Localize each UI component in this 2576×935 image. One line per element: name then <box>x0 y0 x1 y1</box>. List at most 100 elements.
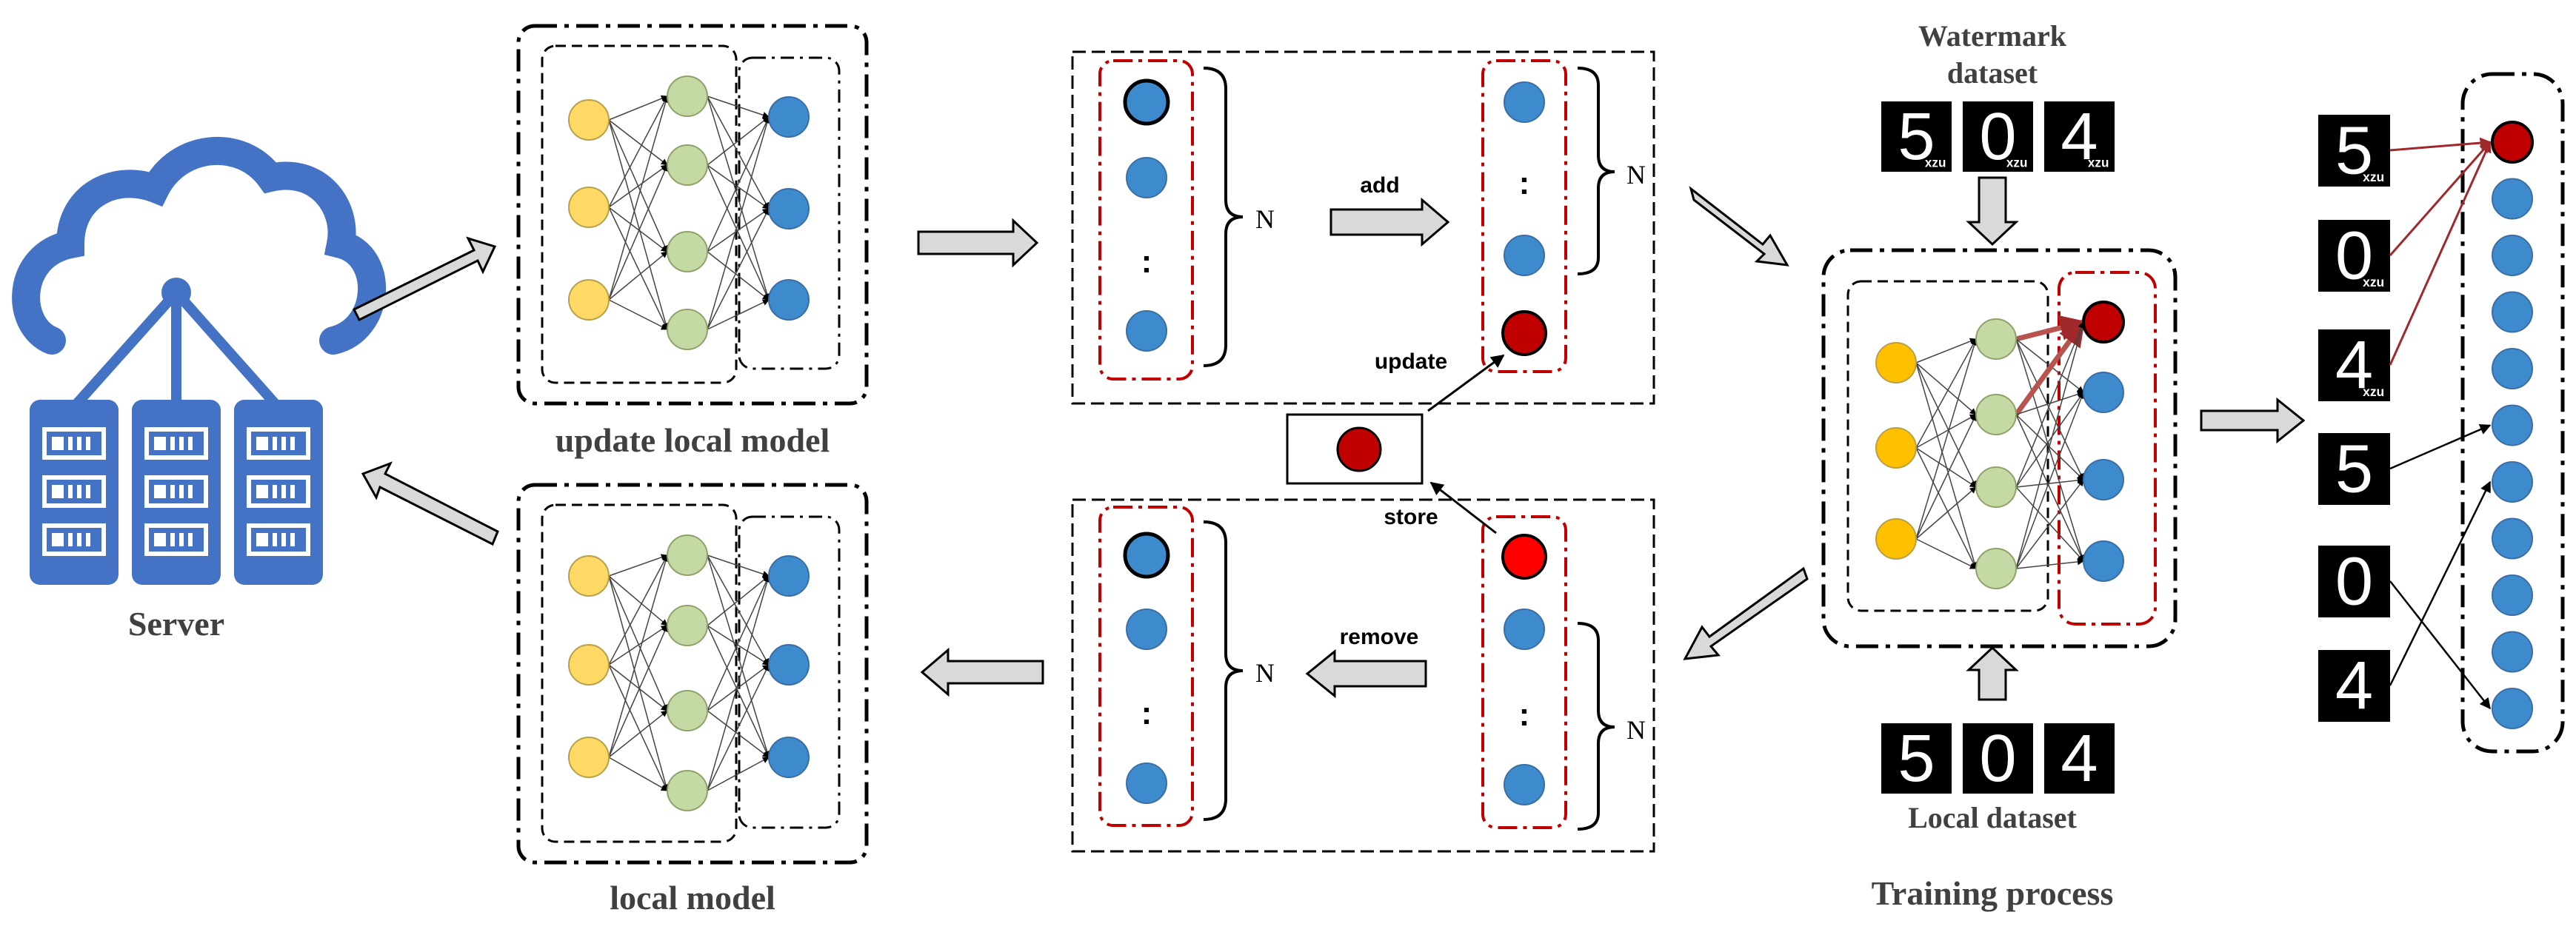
connection <box>2015 558 2084 569</box>
digit-glyph: 4 <box>2061 721 2098 796</box>
local-to-server-arrow <box>361 461 499 546</box>
hidden-node <box>1975 394 2017 435</box>
watermark-mark: xzu <box>1925 155 1946 170</box>
connection <box>707 575 770 626</box>
clean-sample-image: 0 <box>2318 543 2390 620</box>
connection <box>608 554 668 666</box>
connection <box>2014 320 2086 417</box>
neural-network-bottom <box>568 534 810 811</box>
digit-glyph: 4 <box>2335 327 2373 403</box>
vdots: : <box>1141 244 1152 280</box>
flow-arrows <box>352 186 2306 697</box>
connection <box>707 625 770 666</box>
server: Server <box>12 136 386 643</box>
hidden-node <box>667 690 708 731</box>
local-model-label: local model <box>610 879 775 916</box>
connection <box>608 625 668 758</box>
connection <box>707 208 770 330</box>
connection <box>608 575 670 791</box>
server-to-update-arrow <box>352 236 497 322</box>
output-node <box>1126 157 1167 198</box>
input-node <box>568 555 610 597</box>
connection <box>707 664 770 711</box>
watermark-dataset-label-line2: dataset <box>1947 56 2038 90</box>
connection <box>608 119 668 166</box>
hidden-node <box>667 231 708 272</box>
connection <box>608 207 668 330</box>
hidden-node <box>667 76 708 117</box>
connection <box>608 575 668 626</box>
brace-n <box>1203 520 1244 821</box>
connection <box>1915 338 1977 449</box>
to-local-model-arrow <box>920 647 1044 697</box>
store-node <box>1501 534 1547 580</box>
output-node <box>2083 372 2124 413</box>
watermark-mark: xzu <box>2006 155 2028 170</box>
connection <box>2015 392 2085 569</box>
digit-glyph: 0 <box>1979 721 2016 796</box>
training-process-label: Training process <box>1872 874 2114 912</box>
connection <box>707 116 770 252</box>
n-label: N <box>1255 658 1275 688</box>
connection <box>707 575 770 711</box>
n-label: N <box>1626 715 1646 745</box>
output-node <box>768 96 810 138</box>
input-node <box>1875 342 1917 383</box>
connection <box>707 625 770 758</box>
output-node <box>1504 235 1545 276</box>
class-mapping-arrow <box>2389 423 2492 470</box>
hidden-node <box>1975 548 2017 589</box>
input-node <box>568 737 610 778</box>
output-node <box>1126 609 1167 650</box>
update-local-model-panel: update local model <box>516 24 869 459</box>
watermark-mark: xzu <box>2363 170 2384 184</box>
connection <box>707 208 770 252</box>
up-arrow <box>1966 646 2019 701</box>
connection <box>608 554 670 758</box>
output-node <box>2492 631 2533 673</box>
cloud-icon <box>12 136 386 415</box>
output-node <box>2492 517 2533 560</box>
connection <box>707 554 770 758</box>
hidden-node <box>667 309 708 350</box>
neural-network-training <box>1875 301 2125 589</box>
output-node <box>1123 532 1170 579</box>
to-training-arrow <box>1689 186 1789 267</box>
digit-glyph: 5 <box>1898 721 1935 796</box>
brace-n <box>1577 622 1615 831</box>
watermark-mapping-arrow <box>2389 141 2492 256</box>
connection <box>707 95 770 118</box>
down-arrow <box>1966 176 2019 247</box>
class-mapping-arrow <box>2389 480 2492 686</box>
clean-sample-image: 5 <box>2318 431 2390 507</box>
connection <box>1915 414 1977 449</box>
connection <box>608 575 668 711</box>
connection <box>608 207 668 252</box>
clean-sample-image: 4 <box>2318 648 2390 724</box>
hidden-node <box>1975 466 2017 508</box>
connection <box>1915 338 1977 363</box>
server-rack-icon <box>30 400 323 585</box>
output-node <box>2492 574 2533 616</box>
connection <box>1915 447 1977 488</box>
connection <box>1915 414 1977 540</box>
input-node <box>568 279 610 321</box>
watermark-node <box>2491 121 2534 164</box>
watermark-mark: xzu <box>2363 384 2384 399</box>
connection <box>2015 338 2085 562</box>
connection <box>707 664 770 791</box>
n-label: N <box>1255 204 1275 234</box>
brace-n <box>1577 67 1615 275</box>
update-arrow <box>1427 354 1505 412</box>
input-node <box>568 644 610 686</box>
digit-glyph: 4 <box>2061 99 2098 174</box>
add-arrow <box>1329 197 1450 247</box>
hidden-node <box>667 144 708 186</box>
server-label: Server <box>128 605 224 643</box>
connection <box>707 95 770 210</box>
